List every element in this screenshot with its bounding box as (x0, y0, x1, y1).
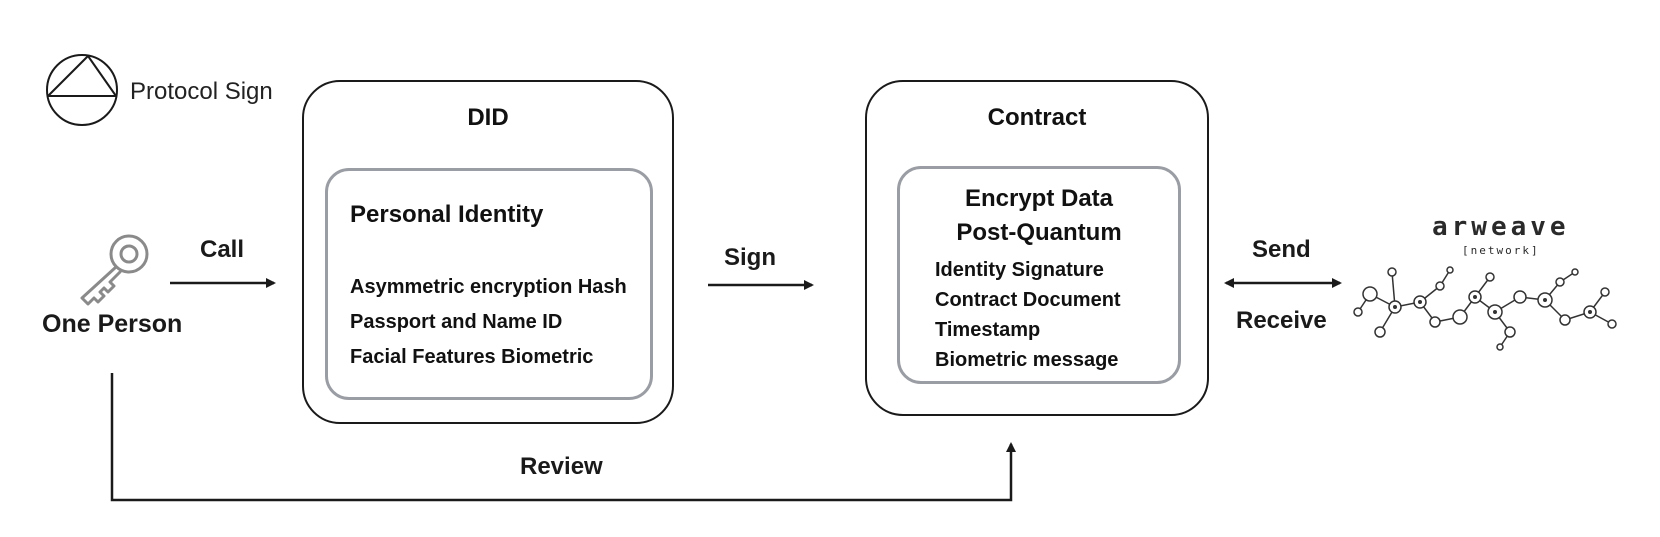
personal-identity-panel: Personal Identity Asymmetric encryption … (325, 168, 653, 400)
arweave-title: arweave (1432, 212, 1570, 242)
send-label: Send (1252, 236, 1311, 263)
encrypt-data-heading: Encrypt Data (964, 185, 1114, 212)
circle-triangle-logo-icon (46, 54, 118, 126)
sign-label: Sign (724, 244, 776, 271)
key-icon (80, 234, 149, 306)
did-line-passport: Passport and Name ID (350, 311, 563, 333)
contract-line-signature: Identity Signature (935, 259, 1104, 281)
did-line-hash: Asymmetric encryption Hash (350, 276, 627, 298)
brand-name: Protocol Sign (130, 78, 273, 105)
encrypt-data-panel: Encrypt Data Post-Quantum Identity Signa… (897, 166, 1181, 384)
actor-label: One Person (42, 310, 183, 338)
contract-line-timestamp: Timestamp (935, 319, 1041, 341)
contract-title: Contract (987, 104, 1087, 131)
review-path (110, 373, 1016, 502)
did-box: DID Personal Identity Asymmetric encrypt… (302, 80, 674, 424)
review-label: Review (520, 453, 603, 480)
did-line-biometric: Facial Features Biometric (350, 346, 594, 368)
network-graph-icon (1353, 266, 1617, 351)
contract-box: Contract Encrypt Data Post-Quantum Ident… (865, 80, 1209, 416)
contract-line-biometric: Biometric message (935, 349, 1119, 371)
post-quantum-heading: Post-Quantum (956, 219, 1122, 246)
contract-line-document: Contract Document (935, 289, 1121, 311)
call-label: Call (200, 236, 245, 263)
personal-identity-heading: Personal Identity (350, 201, 544, 228)
did-title: DID (467, 104, 509, 131)
arweave-subtitle: [network] (1462, 244, 1540, 257)
receive-label: Receive (1236, 307, 1327, 334)
